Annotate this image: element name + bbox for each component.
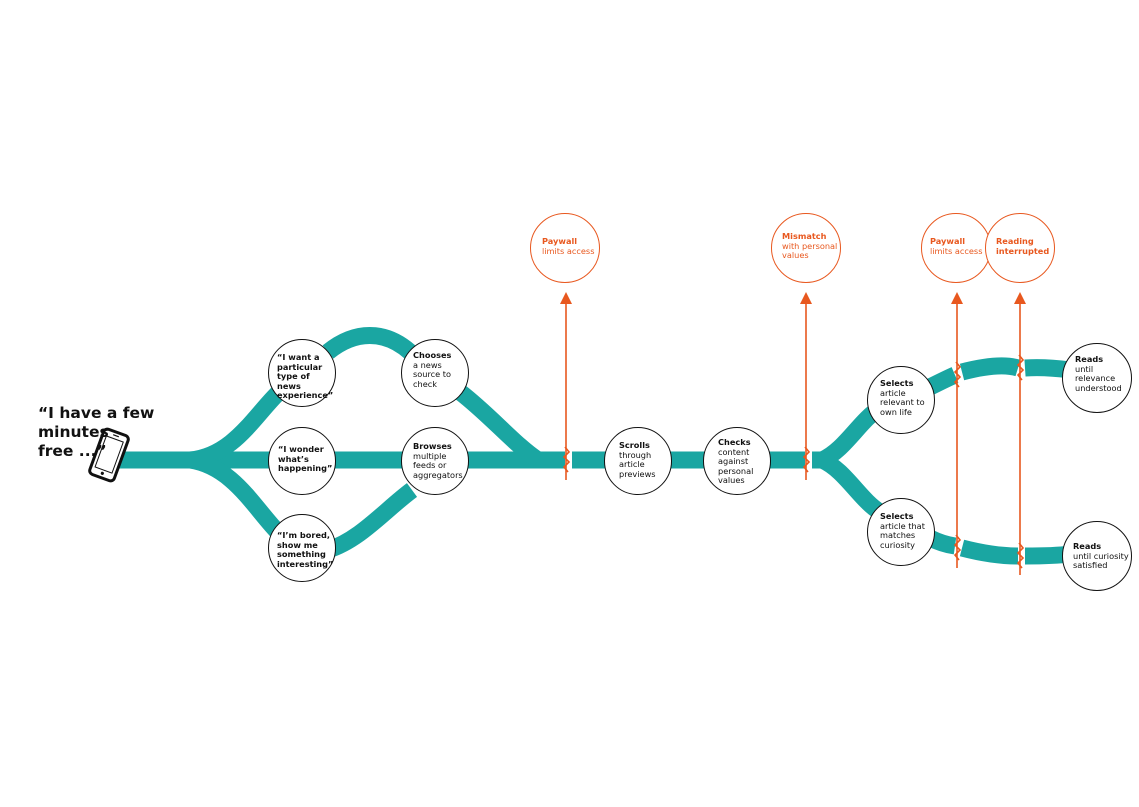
arrowhead-paywall-1 [560, 292, 572, 304]
node-browses: Browses multiple feeds or aggregators [401, 427, 469, 495]
pain-paywall-1-text: limits access [542, 245, 595, 256]
node-selects-curiosity: Selects article that matches curiosity [867, 498, 935, 566]
node-scrolls: Scrolls through article previews [604, 427, 672, 495]
pain-mismatch-bold: Mismatch [782, 231, 827, 241]
node-chooses: Chooses a news source to check [401, 339, 469, 407]
node-selects-relevant: Selects article relevant to own life [867, 366, 935, 434]
pain-paywall-2-text: limits access [930, 245, 983, 256]
node-selects-relevant-text: article relevant to own life [880, 387, 925, 417]
intro-line-3: free ...” [38, 442, 107, 460]
node-bored: “I’m bored, show me something interestin… [268, 514, 336, 582]
node-browses-bold: Browses [413, 441, 452, 451]
node-selects-curiosity-text: article that matches curiosity [880, 520, 925, 550]
node-browses-text: multiple feeds or aggregators [413, 450, 463, 480]
intro-quote: “I have a few minutes free ...” [38, 404, 154, 461]
node-wonder-label: “I wonder what’s happening” [278, 444, 333, 474]
intro-line-1: “I have a few [38, 404, 155, 422]
node-selects-relevant-bold: Selects [880, 378, 914, 388]
arrowhead-mismatch [800, 292, 812, 304]
arrowhead-paywall-2 [951, 292, 963, 304]
arrowhead-interrupted [1014, 292, 1026, 304]
node-want-news-type: “I want a particular type of news experi… [268, 339, 336, 407]
node-want-news-type-label: “I want a particular type of news experi… [277, 352, 334, 401]
pain-paywall-2-bold: Paywall [930, 236, 966, 246]
node-reads-relevance-text: until relevance understood [1075, 363, 1122, 393]
pain-mismatch: Mismatch with personal values [771, 213, 841, 283]
pain-reading-interrupted-bold: Reading interrupted [996, 236, 1050, 256]
pain-reading-interrupted: Reading interrupted [985, 213, 1055, 283]
node-scrolls-text: through article previews [619, 449, 656, 479]
path-bored-to-browses [325, 483, 418, 559]
pain-paywall-1: Paywall limits access [530, 213, 600, 283]
smartphone-icon [88, 427, 130, 483]
node-reads-relevance: Reads until relevance understood [1062, 343, 1132, 413]
path-fork-lower [818, 452, 885, 520]
node-bored-label: “I’m bored, show me something interestin… [277, 530, 334, 569]
node-wonder: “I wonder what’s happening” [268, 427, 336, 495]
pain-paywall-1-bold: Paywall [542, 236, 578, 246]
node-selects-curiosity-bold: Selects [880, 511, 914, 521]
path-want-to-chooses [322, 327, 416, 359]
node-chooses-text: a news source to check [413, 359, 452, 389]
intro-line-2: minutes [38, 423, 109, 441]
path-lower-seg-2 [959, 539, 1019, 565]
node-checks-text: content against personal values [718, 446, 754, 486]
node-reads-relevance-bold: Reads [1075, 354, 1104, 364]
path-upper-seg-2 [959, 357, 1021, 381]
node-chooses-bold: Chooses [413, 350, 452, 360]
node-reads-curiosity: Reads until curiosity satisfied [1062, 521, 1132, 591]
node-scrolls-bold: Scrolls [619, 440, 650, 450]
node-reads-curiosity-text: until curiosity satisfied [1073, 550, 1129, 571]
pain-paywall-2: Paywall limits access [921, 213, 991, 283]
node-checks-bold: Checks [718, 437, 751, 447]
path-chooses-to-main [454, 385, 543, 468]
node-checks: Checks content against personal values [703, 427, 771, 495]
pain-mismatch-text: with personal values [782, 240, 838, 261]
node-reads-curiosity-bold: Reads [1073, 541, 1102, 551]
pain-arrows [560, 292, 1026, 575]
